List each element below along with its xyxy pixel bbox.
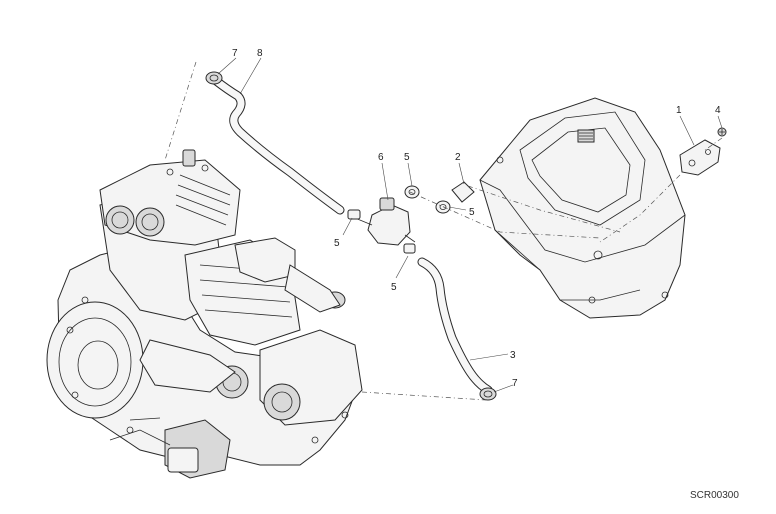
airbox bbox=[479, 97, 686, 319]
assembly-lines bbox=[164, 61, 723, 401]
callout-5-left: 5 bbox=[334, 238, 340, 249]
callout-5-right: 5 bbox=[469, 207, 475, 218]
bracket-part-1 bbox=[679, 139, 721, 176]
screw-part-4 bbox=[717, 127, 727, 137]
callout-7-upper: 7 bbox=[232, 48, 238, 59]
callout-4: 4 bbox=[715, 105, 721, 116]
hose-part-3 bbox=[417, 257, 493, 395]
drawing-code: SCR00300 bbox=[690, 490, 739, 501]
hose-part-2 bbox=[451, 181, 475, 203]
callout-3: 3 bbox=[510, 350, 516, 361]
callout-6: 6 bbox=[378, 152, 384, 163]
callout-labels: 7 8 6 5 2 5 5 5 3 7 1 4 bbox=[232, 48, 721, 389]
callout-7-lower: 7 bbox=[512, 378, 518, 389]
clamp-part-7-upper bbox=[205, 71, 223, 85]
sleeve-part-5-b bbox=[404, 185, 420, 199]
sleeve-part-5-a bbox=[347, 209, 361, 220]
callout-5-upper: 5 bbox=[404, 152, 410, 163]
callout-2: 2 bbox=[455, 152, 461, 163]
clamp-part-7-lower bbox=[479, 387, 497, 401]
callout-8: 8 bbox=[257, 48, 263, 59]
hose-part-8 bbox=[210, 75, 345, 215]
sleeve-part-5-d bbox=[403, 243, 416, 254]
valve-part-6 bbox=[354, 197, 416, 246]
callout-leaders bbox=[217, 57, 723, 393]
callout-5-lower: 5 bbox=[391, 282, 397, 293]
callout-1: 1 bbox=[676, 105, 682, 116]
engine-assembly bbox=[46, 149, 363, 479]
